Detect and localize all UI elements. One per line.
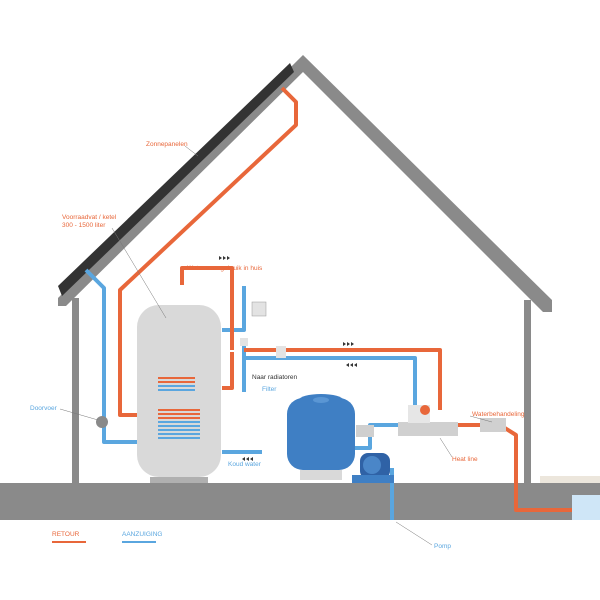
doorvoer-valve [96,416,108,428]
valve-small-2 [276,346,286,358]
label-heat-line: Heat line [452,456,478,463]
label-voorraadvat-line2: 300 - 1500 liter [62,222,106,229]
waterbehandeling-unit [480,418,506,432]
ground [0,483,600,520]
pool-cutout [572,495,600,520]
label-koud-water: Koud water [228,461,261,468]
filter-vessel [287,394,355,480]
label-filter: Filter [262,386,277,393]
label-doorvoer: Doorvoer [30,405,57,412]
label-waterbehandeling: Waterbehandeling [472,411,525,418]
multiport-valve [356,425,374,437]
pool-deck [540,476,600,484]
label-naar-radiatoren: Naar radiatoren [252,374,298,381]
flow-arrows [219,256,357,461]
legend-retour: RETOUR [52,531,80,538]
label-pomp: Pomp [434,543,451,550]
label-zonnepanelen: Zonnepanelen [146,141,188,148]
heat-line-unit [398,405,458,436]
left-wall [72,298,79,484]
tank [137,305,221,483]
label-voorraadvat-line1: Voorraadvat / ketel [62,214,117,221]
solar-panel [58,63,294,296]
legend-aanzuiging: AANZUIGING [122,531,163,538]
pump [352,453,394,483]
leader-lines [59,145,493,546]
roof [58,55,552,312]
right-wall [524,300,531,484]
valve-small-1 [240,338,248,346]
label-water-voor-gebruik: Water voor gebruik in huis [187,265,263,272]
mixing-valve [251,301,267,317]
